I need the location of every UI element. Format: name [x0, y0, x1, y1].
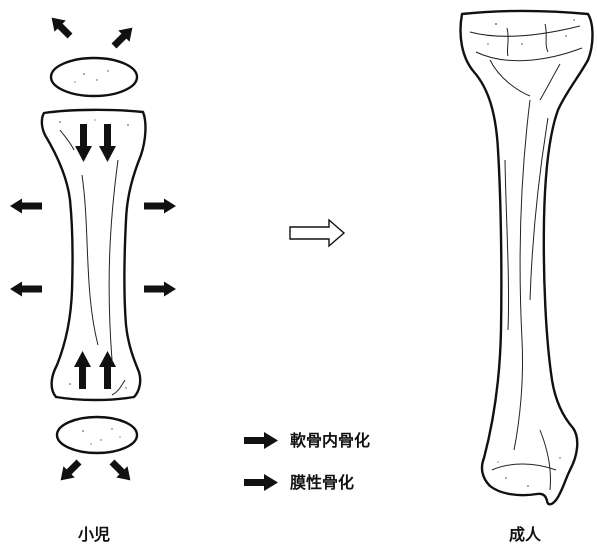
- legend-marker-endochondral-icon: [244, 432, 278, 449]
- legend-label-endochondral: 軟骨内骨化: [290, 432, 370, 450]
- lower-epiphysis: [57, 417, 137, 453]
- caption-adult: 成人: [509, 526, 541, 544]
- growth-arrows-bottom: [55, 456, 136, 486]
- caption-child: 小児: [78, 526, 110, 544]
- child-bone: [10, 12, 176, 486]
- child-diaphysis: [42, 110, 146, 400]
- legend-marker-membranous-icon: [244, 474, 278, 491]
- transition-arrow-icon: [290, 220, 344, 246]
- upper-epiphysis: [51, 58, 137, 96]
- growth-arrows-top: [46, 12, 138, 52]
- legend-label-membranous: 膜性骨化: [290, 474, 354, 492]
- adult-bone: [461, 11, 593, 504]
